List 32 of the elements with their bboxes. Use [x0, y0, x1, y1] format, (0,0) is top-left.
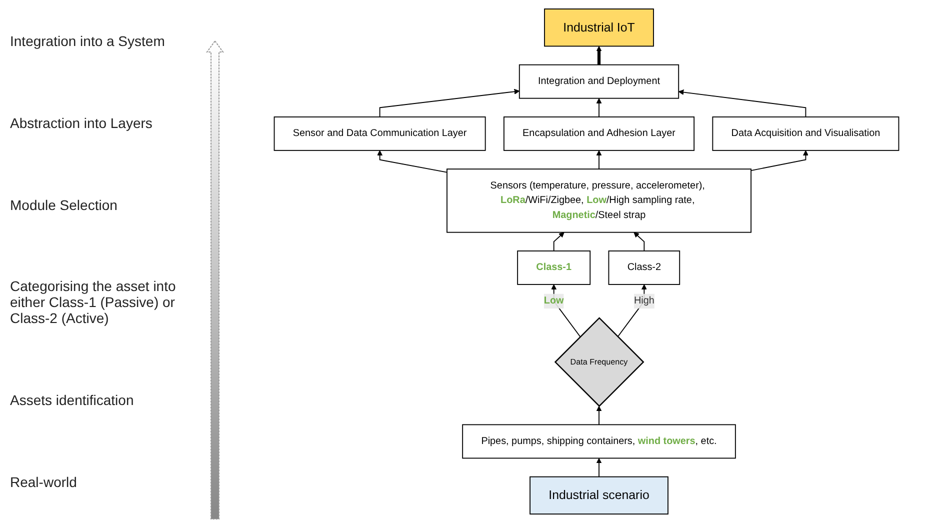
stage-label: Module Selection	[10, 196, 118, 213]
arrow	[596, 98, 602, 118]
arrow	[596, 46, 602, 65]
arrow	[634, 232, 645, 252]
node-box: Class-2	[608, 250, 680, 285]
arrow	[553, 232, 564, 252]
node-box: Encapsulation and Adhesion Layer	[503, 116, 695, 151]
stage-label: Categorising the asset into either Class-1 (Passive) or Class-2 (Active)	[10, 278, 177, 326]
node-box: Integration and Deployment	[518, 64, 680, 99]
node-box: Industrial IoT	[544, 8, 654, 47]
edge-label: Low	[544, 296, 564, 306]
stage-label: Real-world	[10, 474, 78, 490]
stage-label: Abstraction into Layers	[10, 114, 154, 131]
stage-label: Integration into a System	[10, 32, 166, 49]
arrow	[617, 284, 647, 338]
node-diamond: Data Frequency	[554, 317, 644, 407]
node-box: Sensors (temperature, pressure, accelerometer), LoRa/WiFi/Zigbee, Low/High sampling rate, Magnetic/Steel strap	[446, 168, 752, 233]
stage-label: Assets identification	[10, 392, 135, 408]
node-box: Pipes, pumps, shipping containers, wind towers, etc.	[462, 424, 736, 459]
arrow	[596, 406, 602, 426]
node-box: Data Acquisition and Visualisation	[712, 116, 900, 151]
node-box: Class-1	[517, 250, 591, 285]
node-box: Industrial scenario	[530, 476, 668, 514]
arrow	[551, 284, 581, 338]
arrow	[377, 150, 448, 173]
arrow	[750, 150, 808, 172]
edge-label: High	[634, 296, 654, 306]
node-box: Sensor and Data Communication Layer	[274, 116, 486, 151]
arrow	[596, 458, 602, 478]
arrow	[379, 88, 520, 118]
arrow	[596, 150, 602, 170]
arrow	[678, 90, 806, 118]
